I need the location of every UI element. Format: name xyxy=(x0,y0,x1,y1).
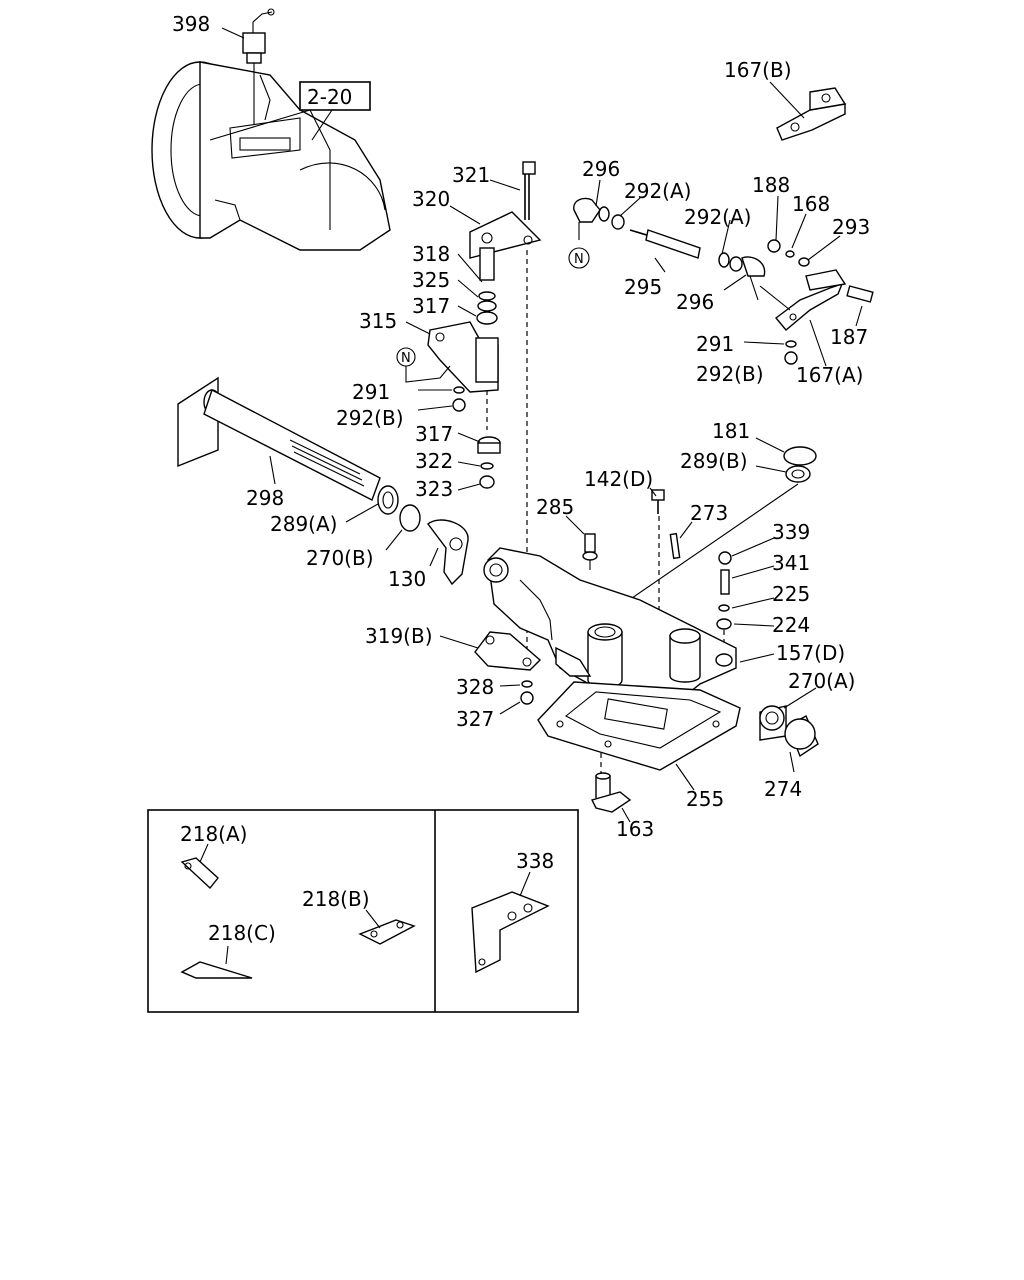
part-319b-plate xyxy=(439,631,542,671)
part-328-327 xyxy=(499,680,534,715)
part-255-gasket xyxy=(537,681,741,791)
label-224: 224 xyxy=(772,613,810,637)
label-296-top: 296 xyxy=(582,157,620,181)
label-181: 181 xyxy=(712,419,750,443)
label-142d: 142(D) xyxy=(584,467,653,491)
label-325: 325 xyxy=(412,268,450,292)
part-218b xyxy=(358,909,416,945)
label-157d: 157(D) xyxy=(776,641,845,665)
label-292b-right: 292(B) xyxy=(696,362,764,386)
label-270a: 270(A) xyxy=(788,669,855,693)
reference-text: 2-20 xyxy=(307,85,352,109)
label-317-upper: 317 xyxy=(412,294,450,318)
label-274: 274 xyxy=(764,777,802,801)
label-167b: 167(B) xyxy=(724,58,792,82)
part-320-plate xyxy=(449,205,542,259)
part-289a-270b-130 xyxy=(345,485,469,586)
label-292b-left: 292(B) xyxy=(336,406,404,430)
label-319b: 319(B) xyxy=(365,624,433,648)
part-142d-285-273 xyxy=(565,487,693,700)
part-163-clip xyxy=(590,772,632,823)
label-187: 187 xyxy=(830,325,868,349)
part-321-bolt xyxy=(489,161,536,220)
part-218c xyxy=(180,945,253,979)
label-270b: 270(B) xyxy=(306,546,374,570)
label-255: 255 xyxy=(686,787,724,811)
part-398-switch xyxy=(242,8,275,125)
label-327: 327 xyxy=(456,707,494,731)
label-320: 320 xyxy=(412,187,450,211)
label-318: 318 xyxy=(412,242,450,266)
inset-panel xyxy=(147,809,579,1013)
part-315-lever xyxy=(405,321,499,430)
label-317-lower: 317 xyxy=(415,422,453,446)
label-339: 339 xyxy=(772,520,810,544)
label-225: 225 xyxy=(772,582,810,606)
part-291-292b-right xyxy=(743,340,798,365)
part-339-341-225-224 xyxy=(716,537,775,650)
label-321: 321 xyxy=(452,163,490,187)
label-298: 298 xyxy=(246,486,284,510)
label-295: 295 xyxy=(624,275,662,299)
label-289b: 289(B) xyxy=(680,449,748,473)
label-167a: 167(A) xyxy=(796,363,863,387)
part-218a xyxy=(180,843,219,890)
label-323: 323 xyxy=(415,477,453,501)
label-130: 130 xyxy=(388,567,426,591)
part-296-295-linkage: N xyxy=(568,179,766,301)
label-322: 322 xyxy=(415,449,453,473)
label-328: 328 xyxy=(456,675,494,699)
label-292a-mid: 292(A) xyxy=(684,205,751,229)
part-317-322-323 xyxy=(457,432,501,491)
label-296-mid: 296 xyxy=(676,290,714,314)
part-157d-shift-housing xyxy=(483,547,775,780)
label-163: 163 xyxy=(616,817,654,841)
label-338: 338 xyxy=(516,849,554,873)
circled-N-icon: N xyxy=(574,252,584,267)
label-218b: 218(B) xyxy=(302,887,370,911)
label-341: 341 xyxy=(772,551,810,575)
label-398: 398 xyxy=(172,12,210,36)
part-338-bracket xyxy=(471,871,550,974)
transmission-housing xyxy=(151,61,391,251)
part-188-168-293 xyxy=(767,195,841,267)
svg-text:N: N xyxy=(401,351,411,366)
label-218c: 218(C) xyxy=(208,921,276,945)
label-273: 273 xyxy=(690,501,728,525)
label-292a-top: 292(A) xyxy=(624,179,691,203)
label-291-right: 291 xyxy=(696,332,734,356)
label-315: 315 xyxy=(359,309,397,333)
part-291-292b-left xyxy=(417,386,466,412)
neutral-mark-left: N xyxy=(396,347,451,383)
label-291-left: 291 xyxy=(352,380,390,404)
label-289a: 289(A) xyxy=(270,512,337,536)
label-188: 188 xyxy=(752,173,790,197)
part-318-pin-stack xyxy=(457,247,498,325)
label-293: 293 xyxy=(832,215,870,239)
part-167a-bracket xyxy=(759,269,874,367)
part-270a-274 xyxy=(759,687,819,773)
part-298-shaft xyxy=(177,376,381,501)
label-168: 168 xyxy=(792,192,830,216)
label-218a: 218(A) xyxy=(180,822,247,846)
label-285: 285 xyxy=(536,495,574,519)
part-167b-bracket xyxy=(769,81,847,141)
reference-box-2-20: 2-20 xyxy=(299,81,371,141)
